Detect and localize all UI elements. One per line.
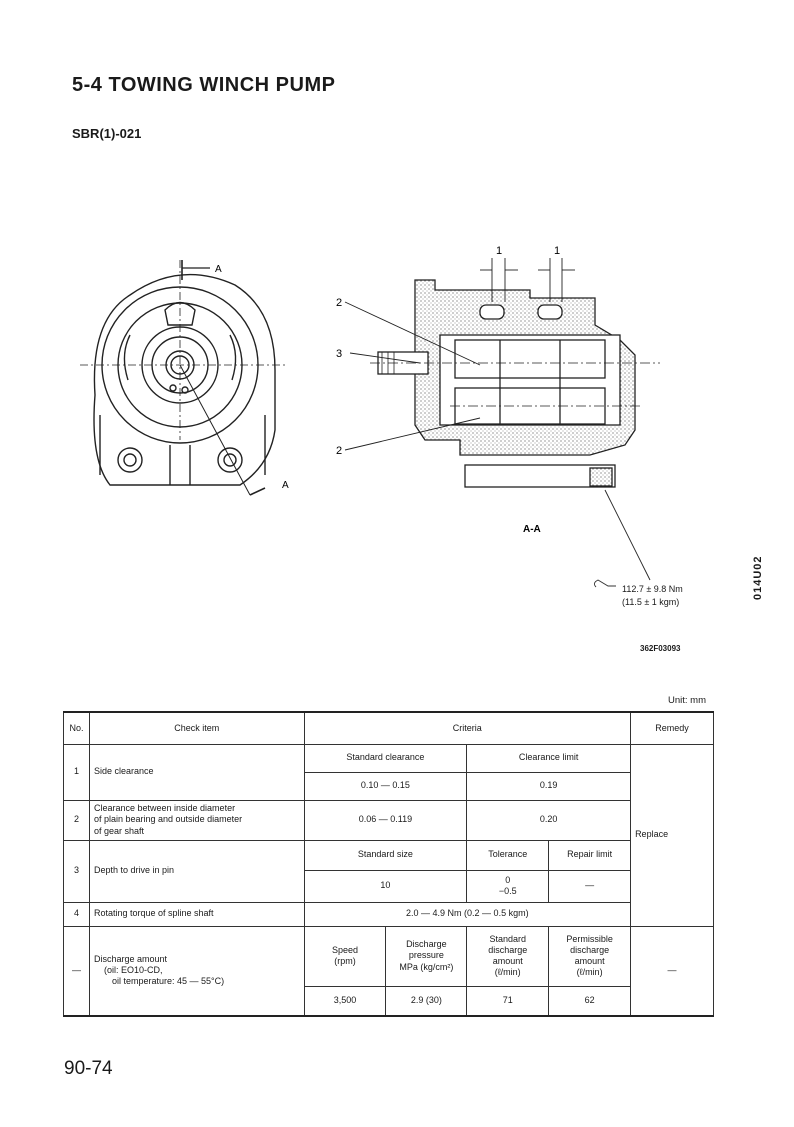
row2-limit: 0.20 bbox=[466, 799, 632, 841]
row5-no: — bbox=[63, 925, 90, 1017]
callout-2-bottom: 2 bbox=[336, 445, 342, 457]
row3-no: 3 bbox=[63, 839, 90, 903]
row1-no: 1 bbox=[63, 743, 90, 801]
table-row: — Discharge amount (oil: EO10-CD, oil te… bbox=[63, 925, 714, 1017]
row5-item-line: (oil: EO10-CD, bbox=[103, 965, 163, 976]
header-line: (ℓ/min) bbox=[576, 967, 603, 978]
side-code: 014U02 bbox=[752, 555, 764, 600]
table-row: 10 0 −0.5 — bbox=[64, 869, 714, 903]
row3-header-repair: Repair limit bbox=[548, 839, 632, 871]
row2-item-line: of plain bearing and outside diameter bbox=[93, 814, 243, 825]
header-line: MPa (kg/cm²) bbox=[399, 961, 454, 972]
header-line: (rpm) bbox=[334, 956, 356, 966]
page-title: 5-4 TOWING WINCH PUMP bbox=[72, 74, 336, 96]
table-row: 4 Rotating torque of spline shaft 2.0 — … bbox=[63, 901, 714, 927]
tolerance-lower: −0.5 bbox=[498, 886, 517, 896]
section-view bbox=[344, 258, 660, 581]
row5-speed: 3,500 bbox=[303, 985, 387, 1017]
row2-item-line: of gear shaft bbox=[93, 825, 145, 836]
section-marker-bottom: A bbox=[282, 480, 289, 491]
table-row: 3 Depth to drive in pin Standard size To… bbox=[63, 839, 714, 903]
header-line: pressure bbox=[408, 950, 444, 961]
row5-pressure: 2.9 (30) bbox=[385, 985, 468, 1017]
callout-1a: 1 bbox=[496, 245, 502, 257]
row5-header-speed: Speed (rpm) bbox=[303, 925, 387, 987]
header-line: (ℓ/min) bbox=[494, 967, 521, 978]
table-row: 1 Side clearance Standard clearance Clea… bbox=[63, 743, 714, 927]
unit-label: Unit: mm bbox=[668, 695, 706, 706]
col-remedy: Remedy bbox=[630, 711, 714, 745]
row1-header-limit: Clearance limit bbox=[466, 743, 632, 773]
front-view bbox=[80, 260, 285, 496]
remedy-replace: Replace bbox=[630, 743, 714, 927]
header-line: Permissible bbox=[566, 933, 613, 944]
section-marker-top: A bbox=[215, 264, 222, 275]
header-line: discharge bbox=[488, 944, 528, 955]
row2-item: Clearance between inside diameter of pla… bbox=[88, 799, 305, 841]
header-line: amount bbox=[492, 956, 523, 966]
torque-value-kgm: (11.5 ± 1 kgm) bbox=[622, 597, 680, 607]
table-row: 3,500 2.9 (30) 71 62 bbox=[64, 985, 714, 1017]
row5-header-standard: Standard discharge amount (ℓ/min) bbox=[466, 925, 550, 987]
row5-item-line: Discharge amount bbox=[93, 953, 168, 964]
header-line: discharge bbox=[570, 944, 610, 955]
page-number: 90-74 bbox=[64, 1058, 113, 1079]
header-line: amount bbox=[574, 956, 605, 966]
row5-header-permissible: Permissible discharge amount (ℓ/min) bbox=[548, 925, 632, 987]
row1-standard: 0.10 — 0.15 bbox=[303, 771, 468, 801]
row5-item-line: oil temperature: 45 — 55°C) bbox=[111, 976, 225, 987]
header-line: Speed bbox=[331, 944, 358, 955]
header-line: Standard bbox=[489, 933, 526, 944]
row4-item: Rotating torque of spline shaft bbox=[88, 901, 305, 927]
row5-permissible: 62 bbox=[548, 985, 632, 1017]
torque-wrench-icon bbox=[593, 579, 616, 588]
model-code: SBR(1)-021 bbox=[72, 126, 142, 141]
row1-item: Side clearance bbox=[88, 743, 305, 801]
callout-3: 3 bbox=[336, 348, 342, 360]
col-criteria: Criteria bbox=[303, 711, 632, 745]
pump-drawing: A A 1 1 2 3 2 A-A bbox=[80, 245, 660, 588]
row4-value: 2.0 — 4.9 Nm (0.2 — 0.5 kgm) bbox=[303, 901, 632, 927]
table-header-row: No. Check item Criteria Remedy bbox=[63, 711, 714, 745]
row3-header-size: Standard size bbox=[303, 839, 468, 871]
torque-value: 112.7 ± 9.8 Nm bbox=[622, 584, 683, 594]
row2-standard: 0.06 — 0.119 bbox=[303, 799, 468, 841]
col-check-item: Check item bbox=[88, 711, 305, 745]
row1-header-standard: Standard clearance bbox=[303, 743, 468, 773]
row2-item-line: Clearance between inside diameter bbox=[93, 803, 236, 814]
row3-header-tolerance: Tolerance bbox=[466, 839, 550, 871]
row2-no: 2 bbox=[63, 799, 90, 841]
row5-header-pressure: Discharge pressure MPa (kg/cm²) bbox=[385, 925, 468, 987]
callout-2-top: 2 bbox=[336, 297, 342, 309]
row3-item: Depth to drive in pin bbox=[88, 839, 305, 903]
row3-tolerance: 0 −0.5 bbox=[466, 869, 550, 903]
row4-no: 4 bbox=[63, 901, 90, 927]
callout-1b: 1 bbox=[554, 245, 560, 257]
row5-standard: 71 bbox=[466, 985, 550, 1017]
section-label: A-A bbox=[523, 524, 541, 535]
row1-limit: 0.19 bbox=[466, 771, 632, 801]
spec-table: No. Check item Criteria Remedy 1 Side cl… bbox=[63, 711, 714, 1017]
col-no: No. bbox=[63, 711, 90, 745]
row3-repair: — bbox=[548, 869, 632, 903]
table-row: 2 Clearance between inside diameter of p… bbox=[63, 799, 714, 841]
tolerance-upper: 0 bbox=[505, 874, 511, 885]
table-row: 0.10 — 0.15 0.19 bbox=[64, 771, 714, 801]
row5-remedy: — bbox=[630, 925, 714, 1017]
figure-code: 362F03093 bbox=[640, 644, 681, 653]
row5-item: Discharge amount (oil: EO10-CD, oil temp… bbox=[88, 925, 305, 1017]
header-line: Discharge bbox=[406, 939, 447, 950]
row3-size: 10 bbox=[303, 869, 468, 903]
